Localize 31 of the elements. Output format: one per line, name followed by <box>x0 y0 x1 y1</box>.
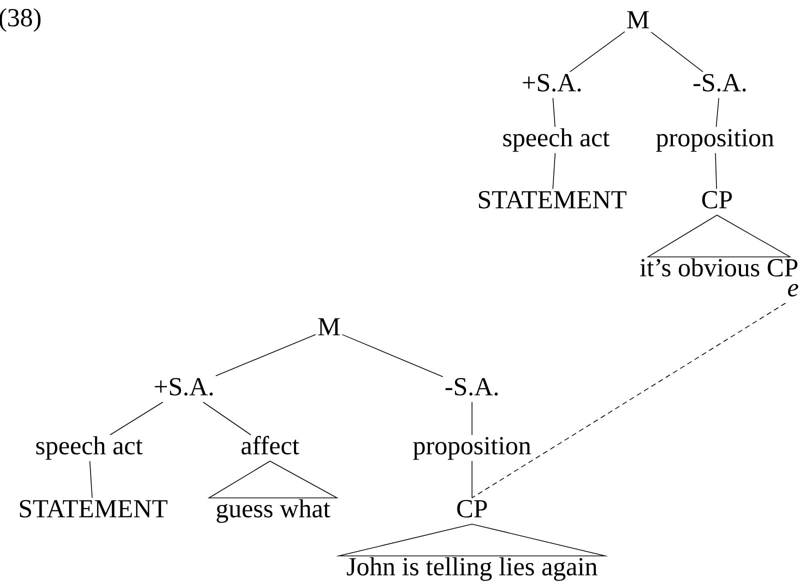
node-label: -S.A. <box>446 378 498 396</box>
node-label: CP <box>702 191 732 208</box>
node-label: proposition <box>656 129 774 152</box>
node-label: +S.A. <box>154 378 213 396</box>
tree-branch <box>215 334 316 376</box>
node-label: it’s obvious CP <box>640 258 798 276</box>
dashed-line <box>472 302 786 498</box>
tree-branch <box>716 98 720 128</box>
node-label: +S.A. <box>522 74 581 92</box>
tree-branch <box>715 152 717 190</box>
node-label: affect <box>242 436 300 454</box>
node-label: e <box>788 284 798 296</box>
tree-branch <box>650 32 704 72</box>
node-label: speech act <box>36 436 143 460</box>
node-label: proposition <box>413 437 531 460</box>
tree-branch <box>342 334 444 378</box>
tree-branch <box>202 402 252 436</box>
node-label: CP <box>457 500 487 518</box>
tree-branch <box>89 460 93 498</box>
tree-branch <box>570 31 626 72</box>
node-label: M <box>318 318 340 336</box>
tree-branch <box>552 98 556 128</box>
node-label: guess what <box>216 499 330 523</box>
node-label: John is telling lies again <box>346 557 598 581</box>
node-label: STATEMENT <box>478 191 626 208</box>
node-label: M <box>627 11 649 28</box>
tree-branch <box>552 152 556 190</box>
node-label: -S.A. <box>694 74 746 92</box>
tree-branch <box>110 402 164 436</box>
node-label: speech act <box>503 128 610 152</box>
node-label: STATEMENT <box>20 500 168 518</box>
